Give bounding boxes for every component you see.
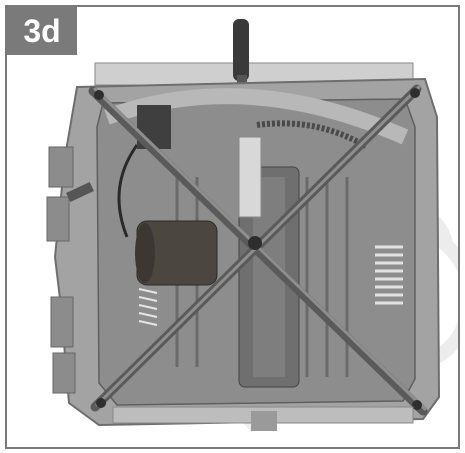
figure-label-badge: 3d: [7, 7, 77, 55]
cooling-grille: [375, 245, 403, 305]
arbor-bracket: [238, 136, 262, 218]
power-cable: [117, 144, 139, 238]
left-spring: [138, 288, 158, 326]
side-knob: [66, 181, 94, 203]
sector-gear: [256, 120, 369, 150]
left-side-ribs: [46, 146, 76, 394]
front-foot: [251, 411, 277, 431]
figure-frame: 3d: [5, 5, 460, 449]
brace-bolts: [94, 88, 422, 410]
table-saw-underside-photo: [46, 19, 458, 432]
crank-handle: [233, 19, 249, 81]
